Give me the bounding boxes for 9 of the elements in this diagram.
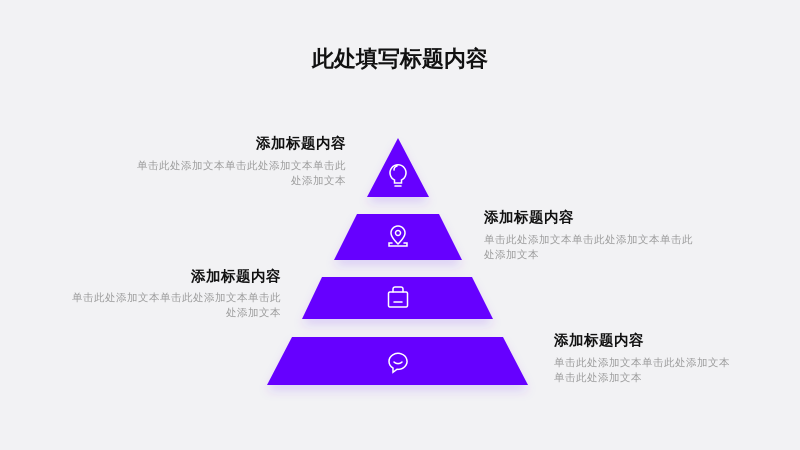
section-heading: 添加标题内容 [484, 209, 575, 227]
body-text: 单击此处添加文本单击此处添加文本单击此处添加文本 [136, 159, 346, 189]
section-heading: 添加标题内容 [554, 332, 645, 350]
body-text: 单击此处添加文本单击此处添加文本单击此处添加文本 [71, 291, 281, 321]
section-heading: 添加标题内容 [255, 135, 346, 153]
body-text: 单击此处添加文本单击此处添加文本单击此处添加文本 [484, 233, 694, 263]
section-heading: 添加标题内容 [190, 268, 281, 286]
slide-title: 此处填写标题内容 [310, 46, 489, 74]
body-text: 单击此处添加文本单击此处添加文本单击此处添加文本 [554, 356, 731, 386]
